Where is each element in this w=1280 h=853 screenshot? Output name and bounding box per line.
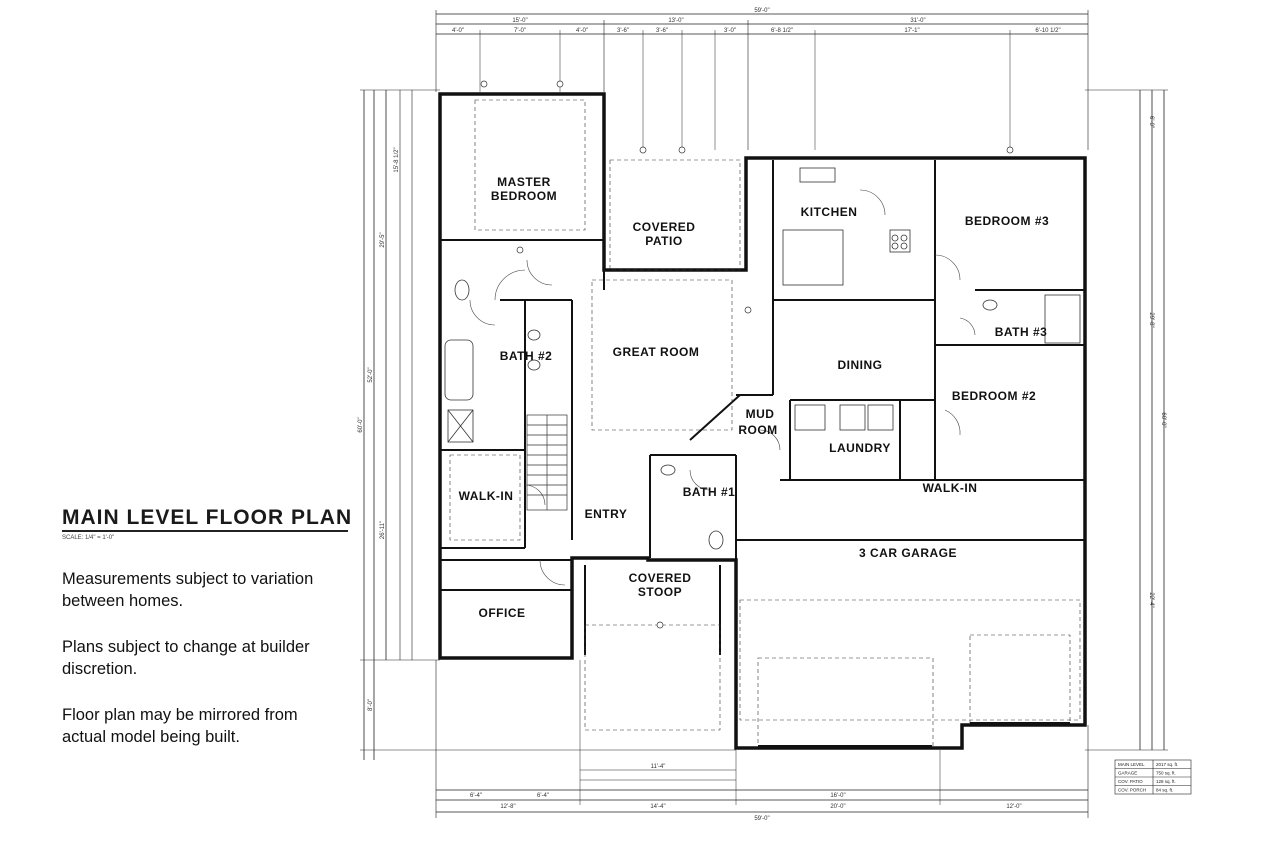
room-label-office: OFFICE xyxy=(479,606,526,620)
dim-bot-d: 12'-0" xyxy=(1006,804,1021,810)
note-plans-change: Plans subject to change at builder discr… xyxy=(62,638,310,678)
dim-right-b: 22'-4" xyxy=(1148,592,1154,607)
room-label-walk-in-1: WALK-IN xyxy=(459,489,514,503)
room-label-garage: 3 CAR GARAGE xyxy=(859,546,957,560)
room-label-kitchen: KITCHEN xyxy=(801,205,858,219)
room-label-entry: ENTRY xyxy=(585,507,628,521)
note-mirrored: Floor plan may be mirrored from actual m… xyxy=(62,706,298,746)
dim-top-c: 31'-0" xyxy=(910,18,925,24)
dim-bot-b: 14'-4" xyxy=(650,804,665,810)
legend-value-0: 2017 sq. ft. xyxy=(1156,762,1178,767)
dim-right-total: 60'-0" xyxy=(1160,412,1166,427)
dim-bot-total: 59'-0" xyxy=(754,816,769,822)
dim-bot-c: 20'-0" xyxy=(830,804,845,810)
legend-label-2: COV. PATIO xyxy=(1118,779,1143,784)
room-label-dining: DINING xyxy=(838,358,883,372)
dim-left-b: 8'-0" xyxy=(368,699,374,711)
dim-left-d: 15'-8 1/2" xyxy=(394,147,400,172)
dim-bot-e: 6'-4" xyxy=(470,793,482,799)
dim-r1e: 3'-6" xyxy=(656,28,668,34)
legend-label-1: GARAGE xyxy=(1118,771,1137,776)
plan-title: MAIN LEVEL FLOOR PLAN xyxy=(62,506,353,529)
dim-bot-g: 16'-0" xyxy=(830,793,845,799)
room-label-stoop: COVERED xyxy=(629,571,692,585)
room-label-master: MASTER xyxy=(497,175,551,189)
dim-right-a: 29'-8" xyxy=(1148,312,1154,327)
room-label-bedroom-2: BEDROOM #2 xyxy=(952,389,1036,403)
legend-value-1: 750 sq. ft. xyxy=(1156,771,1176,776)
dim-r1g: 6'-8 1/2" xyxy=(771,28,793,34)
room-label-bedroom-3: BEDROOM #3 xyxy=(965,214,1049,228)
room-label-master-bedroom: BEDROOM xyxy=(491,189,557,203)
dim-right-c: 6'-0" xyxy=(1148,116,1154,128)
room-label-bath-1: BATH #1 xyxy=(683,485,736,499)
dim-top-a: 15'-0" xyxy=(512,18,527,24)
dim-r1h: 17'-1" xyxy=(904,28,919,34)
room-label-stoop-2: STOOP xyxy=(638,585,682,599)
plan-scale: SCALE: 1/4" = 1'-0" xyxy=(62,535,115,541)
dim-left-total: 60'-0" xyxy=(358,417,364,432)
dim-top-total: 59'-0" xyxy=(754,8,769,14)
dim-left-c: 29'-5" xyxy=(380,232,386,247)
room-label-patio-2: PATIO xyxy=(645,234,682,248)
note-measurements: Measurements subject to variation betwee… xyxy=(62,570,314,610)
dim-r1a: 4'-0" xyxy=(452,28,464,34)
title-underline xyxy=(62,530,348,532)
legend-label-3: COV. PORCH xyxy=(1118,788,1146,793)
dim-left-e: 26'-11" xyxy=(380,521,386,539)
room-label-mud-room: ROOM xyxy=(738,423,777,437)
dim-r1c: 4'-0" xyxy=(576,28,588,34)
room-label-walk-in-2: WALK-IN xyxy=(923,481,978,495)
dim-r1i: 6'-10 1/2" xyxy=(1035,28,1060,34)
room-label-bath-2: BATH #2 xyxy=(500,349,553,363)
notes: Measurements subject to variation betwee… xyxy=(62,568,342,772)
dim-bot-a: 12'-8" xyxy=(500,804,515,810)
dim-r1b: 7'-0" xyxy=(514,28,526,34)
legend-label-0: MAIN LEVEL xyxy=(1118,762,1145,767)
dim-bot-f: 6'-4" xyxy=(537,793,549,799)
dim-bot-h: 11'-4" xyxy=(651,764,666,770)
room-label-bath-3: BATH #3 xyxy=(995,325,1048,339)
room-label-great-room: GREAT ROOM xyxy=(613,345,700,359)
legend-value-3: 84 sq. ft. xyxy=(1156,788,1173,793)
room-label-patio: COVERED xyxy=(633,220,696,234)
room-label-mud: MUD xyxy=(746,407,775,421)
dim-r1d: 3'-6" xyxy=(617,28,629,34)
dim-top-b: 13'-0" xyxy=(668,18,683,24)
legend-value-2: 128 sq. ft. xyxy=(1156,779,1176,784)
room-label-laundry: LAUNDRY xyxy=(829,441,891,455)
dim-r1f: 3'-0" xyxy=(724,28,736,34)
dim-left-a: 52'-0" xyxy=(368,367,374,382)
